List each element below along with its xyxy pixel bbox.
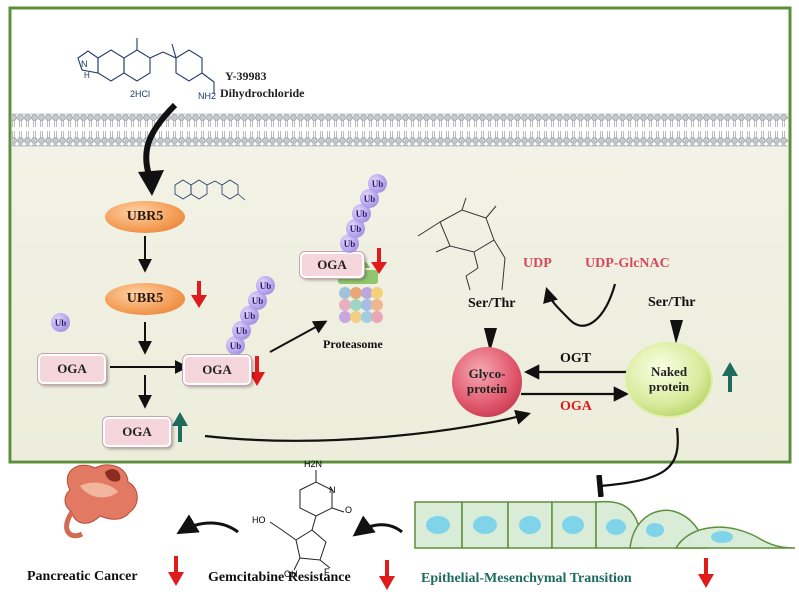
status-arrows	[168, 248, 738, 590]
proteasome-oga-down-arrow	[371, 248, 387, 274]
h-label: H	[84, 71, 90, 80]
nh2-label: NH2	[198, 91, 217, 101]
gem-f1: F	[324, 567, 330, 577]
compound-name: Y-39983	[225, 69, 267, 83]
naked-to-emt-arrow	[596, 427, 679, 498]
emt-to-gemcitabine-arrow	[352, 515, 403, 537]
ub-prot-5: Ub	[368, 174, 387, 193]
proteasome-label: Proteasome	[323, 337, 383, 351]
ogt-label: OGT	[560, 351, 592, 366]
ub-prot-3: Ub	[352, 204, 371, 223]
drug-inhibition-arrow	[143, 102, 178, 180]
oga-reaction-label: OGA	[560, 399, 592, 414]
ubr5-lower-node: UBR5	[105, 283, 185, 315]
udp-cycle-arrow	[543, 283, 617, 327]
pancreatic-cancer-label: Pancreatic Cancer	[27, 569, 138, 584]
ub-prot-2: Ub	[346, 219, 365, 238]
oga-bottom: OGA	[103, 417, 171, 447]
gemcitabine-structure	[269, 470, 345, 571]
ub-chain-1: Ub	[226, 336, 245, 355]
ub-chain-3: Ub	[240, 306, 259, 325]
oga-proteasome: OGA	[300, 252, 364, 278]
ub-chain-6: Ub	[256, 276, 275, 295]
gemcitabine-to-cancer-arrow	[176, 514, 239, 535]
ubr5-top-node: UBR5	[105, 201, 185, 233]
naked-protein-node	[625, 342, 713, 418]
pancreas-icon	[64, 464, 138, 539]
ub-chain-2: Ub	[232, 321, 251, 340]
free-ub: Ub	[51, 313, 70, 332]
glcnac-structure	[417, 197, 506, 291]
emt-cells	[414, 500, 796, 549]
cell-membrane	[12, 114, 788, 146]
ubr5-down-arrow	[191, 281, 207, 308]
ub-oga-down-arrow	[249, 356, 265, 386]
gem-n: N	[329, 485, 336, 495]
gem-ho: HO	[252, 515, 266, 525]
glycoprotein-label: Glyco-protein	[452, 360, 522, 404]
oga-up-arrow	[172, 412, 188, 442]
gem-oh: OH	[284, 569, 298, 579]
y39983-small-structure	[174, 179, 246, 201]
ub-prot-1: Ub	[340, 234, 359, 253]
ser-thr-right-pointer	[670, 320, 683, 344]
gemcitabine-label: Gemcitabine Resistance	[208, 570, 351, 585]
gem-o: O	[345, 505, 353, 515]
y39983-structure	[77, 38, 215, 94]
glycoprotein-text: Glyco-protein	[466, 366, 508, 396]
glycoprotein-node	[452, 347, 522, 417]
ser-thr-left-pointer	[484, 328, 497, 352]
gemcitabine-down-arrow	[379, 560, 395, 590]
hcl-label: 2HCl	[130, 89, 151, 99]
naked-protein-up-arrow	[722, 362, 738, 392]
arrow-oga-to-oga-reaction	[204, 409, 531, 442]
gem-nh2: H2N	[304, 459, 323, 469]
cancer-down-arrow	[168, 556, 184, 586]
emt-label: Epithelial-Mesenchymal Transition	[421, 571, 632, 586]
oga-ubiquitinated: OGA	[183, 355, 251, 385]
nh-label: N	[81, 59, 88, 69]
arrow-to-proteasome	[269, 320, 328, 353]
emt-down-arrow	[698, 558, 714, 588]
ub-prot-4: Ub	[360, 189, 379, 208]
udp-label: UDP	[523, 256, 552, 271]
ub-chain-4: Ub	[248, 291, 267, 310]
udp-glcnac-label: UDP-GlcNAC	[585, 256, 670, 271]
ser-thr-right: Ser/Thr	[648, 295, 696, 310]
compound-salt: Dihydrochloride	[220, 86, 305, 100]
oga-left: OGA	[38, 354, 106, 384]
ser-thr-left: Ser/Thr	[468, 296, 516, 311]
